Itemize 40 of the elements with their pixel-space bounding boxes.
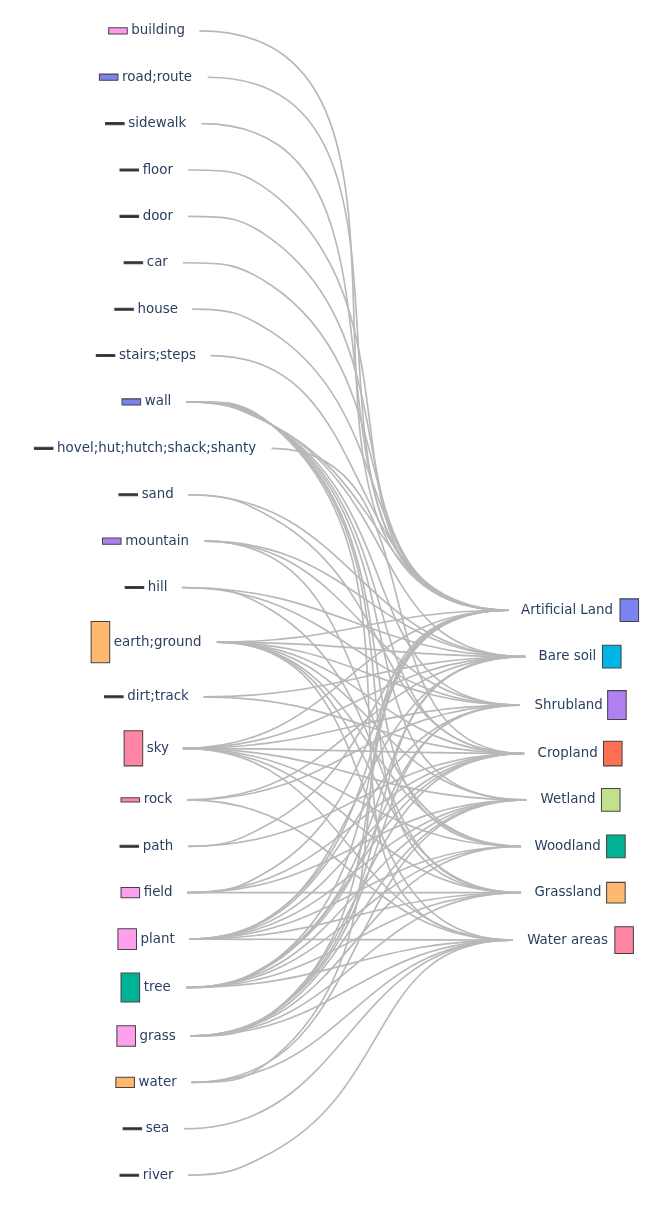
node-label: Bare soil <box>538 648 596 664</box>
connector <box>186 939 514 1176</box>
node-label: tree <box>143 979 171 995</box>
node-label: Wetland <box>540 791 595 807</box>
node-label: mountain <box>124 532 189 548</box>
node-label: sidewalk <box>127 115 186 131</box>
node-label: Woodland <box>533 837 601 853</box>
connector <box>187 704 521 940</box>
connector <box>188 752 525 1037</box>
connector <box>188 891 522 1037</box>
node-label: river <box>142 1166 174 1182</box>
node-label: floor <box>142 161 173 177</box>
connector <box>188 845 522 1037</box>
connector <box>184 704 521 989</box>
connector <box>184 845 522 989</box>
node-label: field <box>143 884 173 900</box>
node-label: grass <box>139 1027 176 1043</box>
node-label: wall <box>144 393 171 409</box>
node-label: plant <box>140 930 175 946</box>
node-label: sea <box>145 1120 169 1136</box>
node-label: path <box>142 837 173 853</box>
node-label: sky <box>146 739 169 755</box>
node-label: car <box>146 254 168 270</box>
node-label: door <box>142 207 173 223</box>
node-label: water <box>138 1073 177 1089</box>
node-label: building <box>130 22 185 38</box>
node-label: earth;ground <box>113 633 201 649</box>
node-label: road;route <box>121 68 192 84</box>
node-label: Grassland <box>533 884 601 900</box>
node-label: Artificial Land <box>520 601 613 617</box>
node-label: hill <box>147 579 167 595</box>
node-label: Cropland <box>537 745 598 761</box>
node-label: dirt;track <box>126 688 189 704</box>
node-label: Water areas <box>526 931 608 947</box>
node-label: rock <box>143 791 172 807</box>
node-label: stairs;steps <box>118 347 196 363</box>
node-label: sand <box>141 486 174 502</box>
node-label: Shrubland <box>533 696 603 712</box>
node-label: house <box>137 300 178 316</box>
node-label: hovel;hut;hutch;shack;shanty <box>56 439 256 455</box>
